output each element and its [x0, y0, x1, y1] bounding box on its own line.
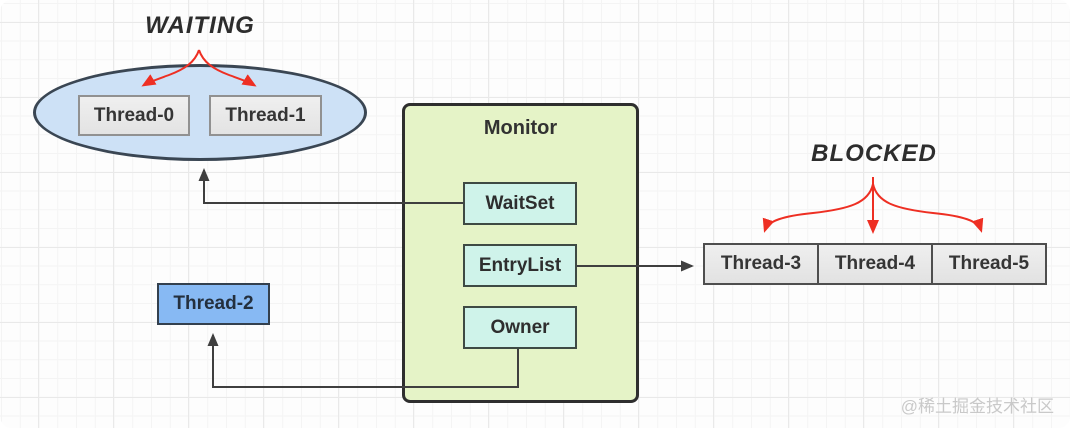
thread-4-box: Thread-4 — [817, 245, 931, 283]
blocked-fork-left-arrow — [762, 183, 874, 233]
blocked-thread-row: Thread-3 Thread-4 Thread-5 — [703, 243, 1047, 285]
waiting-state-label: WAITING — [145, 12, 255, 39]
watermark: @稀土掘金技术社区 — [900, 397, 1054, 416]
thread-5-box: Thread-5 — [931, 245, 1045, 283]
thread-0-box: Thread-0 — [78, 95, 190, 136]
thread-1-box: Thread-1 — [209, 95, 322, 136]
thread-2-box: Thread-2 — [157, 283, 270, 325]
entrylist-box: EntryList — [463, 244, 577, 287]
monitor-title: Monitor — [483, 117, 558, 139]
thread-3-box: Thread-3 — [720, 253, 802, 274]
owner-box: Owner — [463, 306, 577, 349]
waitset-box: WaitSet — [463, 182, 577, 225]
blocked-fork-right-arrow — [872, 183, 984, 233]
blocked-state-label: BLOCKED — [811, 140, 937, 167]
